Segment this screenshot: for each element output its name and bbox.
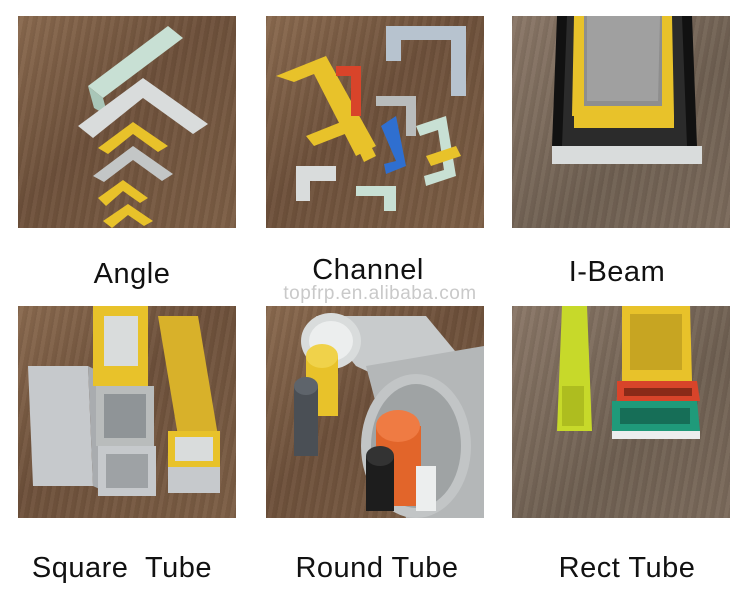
round-tube-profiles-illustration [294, 313, 484, 518]
i-beam-photo [512, 16, 730, 228]
square-tube-label: Square Tube [31, 552, 213, 584]
angle-label: Angle [93, 258, 171, 290]
channel-label: Channel [312, 254, 424, 286]
rect-tube-profiles-illustration [557, 306, 700, 439]
square-tube-photo [18, 306, 236, 518]
angle-photo [18, 16, 236, 228]
round-tube-label: Round Tube [295, 552, 459, 584]
round-tube-photo [266, 306, 484, 518]
i-beam-profiles-illustration [552, 16, 702, 164]
rect-tube-photo [512, 306, 730, 518]
rect-tube-label: Rect Tube [558, 552, 696, 584]
angle-profiles-illustration [78, 26, 208, 228]
square-tube-profiles-illustration [28, 306, 220, 496]
watermark-text: topfrp.en.alibaba.com [283, 283, 477, 304]
channel-photo [266, 16, 484, 228]
i-beam-label: I-Beam [568, 256, 666, 288]
channel-profiles-illustration [276, 26, 466, 211]
